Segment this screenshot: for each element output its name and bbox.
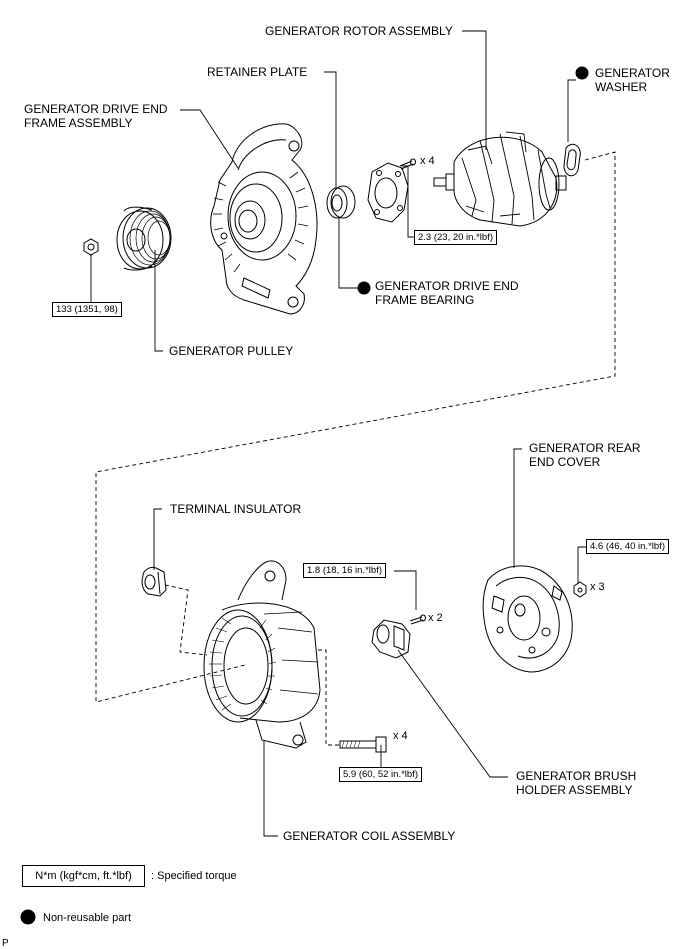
torque-rear-cover-nut: 4.6 (46, 40 in.*lbf): [586, 539, 669, 554]
generator-brush-holder: [371, 619, 411, 659]
coil-bolt: [339, 736, 387, 753]
label-generator-washer: GENERATOR WASHER: [595, 66, 670, 94]
legend-non-reusable-text: Non-reusable part: [43, 912, 132, 924]
brush-holder-screw: [409, 614, 426, 625]
drive-end-frame-assembly: [210, 123, 318, 315]
pulley-nut: [83, 238, 99, 256]
generator-rotor-assembly: [433, 131, 567, 227]
qty-coil-bolt: x 4: [393, 730, 408, 742]
label-generator-brush-holder-assembly: GENERATOR BRUSH HOLDER ASSEMBLY: [516, 769, 637, 797]
rear-cover-nut: [573, 581, 587, 598]
torque-retainer-screw: 2.3 (23, 20 in.*lbf): [414, 230, 497, 245]
leader-lines: [90, 30, 586, 837]
non-reusable-mark-bearing: [357, 281, 371, 295]
qty-retainer-screw: x 4: [420, 155, 435, 167]
torque-pulley-nut: 133 (1351, 98): [52, 302, 122, 317]
legend-torque-box: N*m (kgf*cm, ft.*lbf): [22, 865, 145, 887]
qty-rear-cover-nut: x 3: [590, 581, 605, 593]
retainer-screw: [399, 158, 416, 170]
legend-torque-text: : Specified torque: [151, 870, 237, 882]
legend-non-reusable-mark: [20, 909, 36, 925]
qty-brush-holder-screw: x 2: [428, 612, 443, 624]
generator-pulley: [116, 206, 172, 271]
generator-rear-end-cover: [482, 565, 573, 673]
generator-washer: [563, 143, 581, 177]
label-generator-drive-end-frame-assembly: GENERATOR DRIVE END FRAME ASSEMBLY: [24, 102, 168, 130]
torque-coil-bolt: 5.9 (60, 52 in.*lbf): [339, 767, 422, 782]
retainer-plate: [367, 162, 409, 223]
assembly-dashed-lines: [95, 151, 616, 746]
footer-code: P: [2, 938, 9, 949]
label-generator-coil-assembly: GENERATOR COIL ASSEMBLY: [283, 829, 456, 843]
label-generator-rear-end-cover: GENERATOR REAR END COVER: [529, 441, 641, 469]
label-generator-pulley: GENERATOR PULLEY: [169, 344, 294, 358]
torque-brush-holder-screw: 1.8 (18, 16 in.*lbf): [303, 563, 386, 578]
terminal-insulator: [141, 567, 167, 597]
drive-end-frame-bearing: [326, 185, 356, 219]
generator-coil-assembly: [203, 560, 321, 749]
label-generator-rotor-assembly: GENERATOR ROTOR ASSEMBLY: [265, 24, 453, 38]
label-generator-drive-end-frame-bearing: GENERATOR DRIVE END FRAME BEARING: [375, 279, 519, 307]
non-reusable-mark-washer: [575, 66, 589, 80]
label-terminal-insulator: TERMINAL INSULATOR: [170, 502, 302, 516]
label-retainer-plate: RETAINER PLATE: [207, 65, 308, 79]
